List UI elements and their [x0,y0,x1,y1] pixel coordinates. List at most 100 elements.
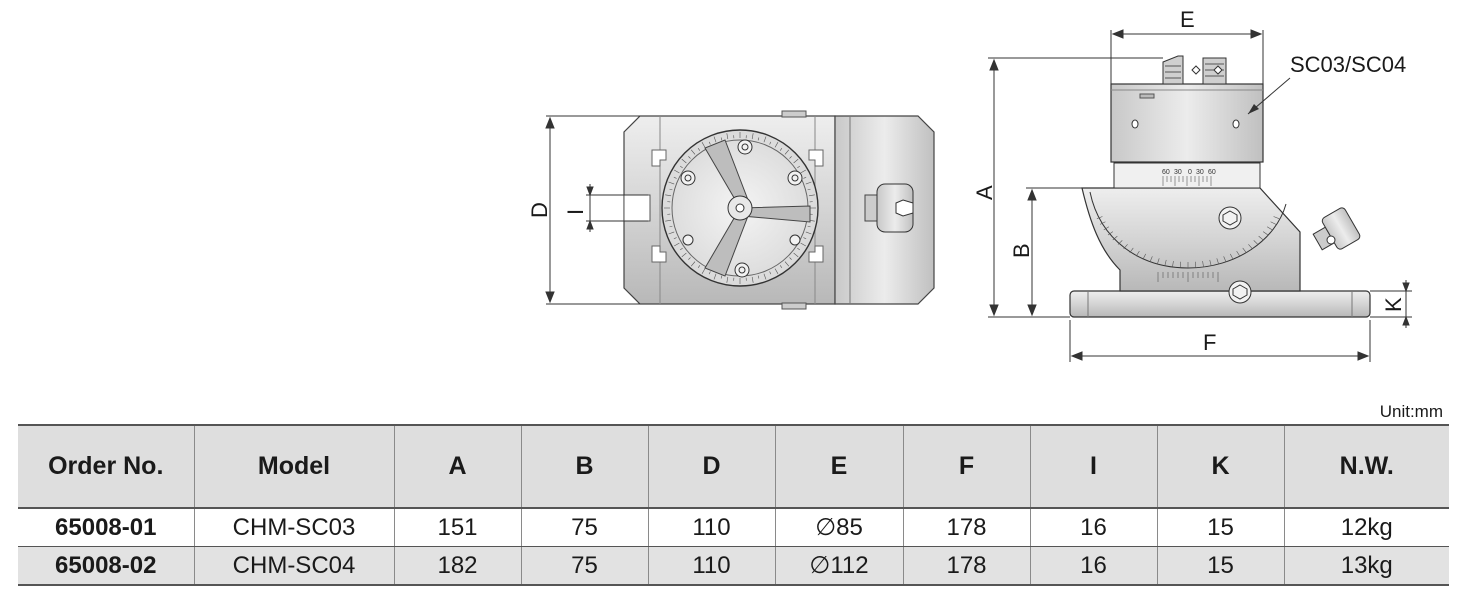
scale-tick [774,268,779,274]
cell-d: 110 [648,546,776,586]
scale-tick [681,252,687,258]
table-row: 65008-02 CHM-SC04 182 75 110 ∅112 178 16… [18,546,1449,586]
scale-tick [708,141,711,145]
cell-nw: 12kg [1284,508,1449,547]
label-e: E [1180,7,1195,32]
scale-tick [797,165,800,169]
scale-tick [673,237,677,240]
label-i: I [563,209,588,215]
scale-tick [697,148,701,151]
dimension-d [545,115,640,305]
label-b: B [1009,243,1034,258]
scale-tick [1236,250,1241,257]
scale-tick [674,169,680,174]
dimension-f [1069,320,1371,362]
scale-tick [668,231,675,235]
dimension-a [988,57,1163,318]
scale-tick [680,247,683,251]
scale-tick [793,158,799,164]
dimension-k [1370,280,1412,328]
scale-tick [1223,256,1227,263]
scale-tick [1172,261,1174,268]
scale-tick [1266,226,1273,231]
cell-d: 110 [648,508,776,547]
scale-tick [1149,256,1153,263]
scale-tick [793,252,799,258]
scale-tick [1135,250,1140,257]
header-a: A [394,424,522,509]
scale-tick [726,276,729,283]
header-model: Model [194,424,395,509]
scale-tick [1253,240,1259,245]
label-k: K [1381,297,1406,312]
cell-k: 15 [1157,508,1285,547]
dimension-b [1026,187,1082,317]
scale-tick [681,158,687,164]
scale-tick [789,156,792,159]
scale-tick [784,149,790,155]
scale-tick [803,237,807,240]
svg-text:30: 30 [1196,169,1204,176]
scale-tick [751,133,754,140]
cell-a: 151 [394,508,522,547]
scale-tick [1142,253,1146,260]
header-f: F [903,424,1031,509]
svg-text:30: 30 [1174,169,1182,176]
scale-tick [1209,259,1212,266]
scale-tick [784,261,790,267]
scale-tick [665,194,672,197]
header-b: B [521,424,649,509]
scale-tick [1112,235,1118,241]
technical-drawing: D I [527,7,1412,362]
scale-tick [726,133,729,140]
svg-text:60: 60 [1162,169,1170,176]
header-i: I [1030,424,1158,509]
cell-order-no: 65008-02 [18,546,195,586]
scale-tick [1216,258,1219,265]
dimension-i [586,184,648,232]
scale-tick [805,181,812,185]
scale-tick [803,176,807,179]
scale-tick [800,169,806,174]
header-d: D [648,424,776,509]
scale-tick [779,265,783,268]
scale-tick [1103,226,1110,231]
scale-tick [1242,247,1247,253]
top-view [623,110,935,310]
scale-tick [668,181,675,185]
scale-tick [805,231,812,235]
cell-nw: 13kg [1284,546,1449,586]
scale-tick [1262,231,1269,236]
scale-tick [1202,261,1204,268]
header-k: K [1157,424,1285,509]
scale-tick [1107,231,1114,236]
scale-tick [1123,244,1128,250]
scale-tick [763,136,767,143]
scale-tick [690,149,696,155]
spec-table: Order No. Model A B D E F I K N.W. 65008… [18,424,1449,586]
cell-b: 75 [521,546,649,586]
scale-tick [669,188,673,191]
scale-tick [701,142,706,148]
scale-tick [1164,259,1167,266]
scale-tick [713,136,717,143]
scale-tick [1096,216,1103,219]
scale-tick [713,273,717,280]
header-order-no: Order No. [18,424,195,509]
scale-tick [807,225,811,228]
scale-tick [665,219,672,222]
label-f: F [1203,330,1216,355]
scale-tick [1230,253,1234,260]
scale-tick [1099,221,1106,225]
scale-tick [797,247,800,251]
cell-model: CHM-SC03 [194,508,395,547]
scale-tick [769,141,772,145]
side-view [1069,55,1371,318]
scale-tick [673,176,677,179]
scale-tick [688,156,691,159]
scale-tick [757,137,760,141]
dimension-e [1110,29,1264,84]
model-callout-leader [1247,77,1291,115]
model-callout-label: SC03/SC04 [1290,52,1406,77]
scale-tick [789,257,792,260]
